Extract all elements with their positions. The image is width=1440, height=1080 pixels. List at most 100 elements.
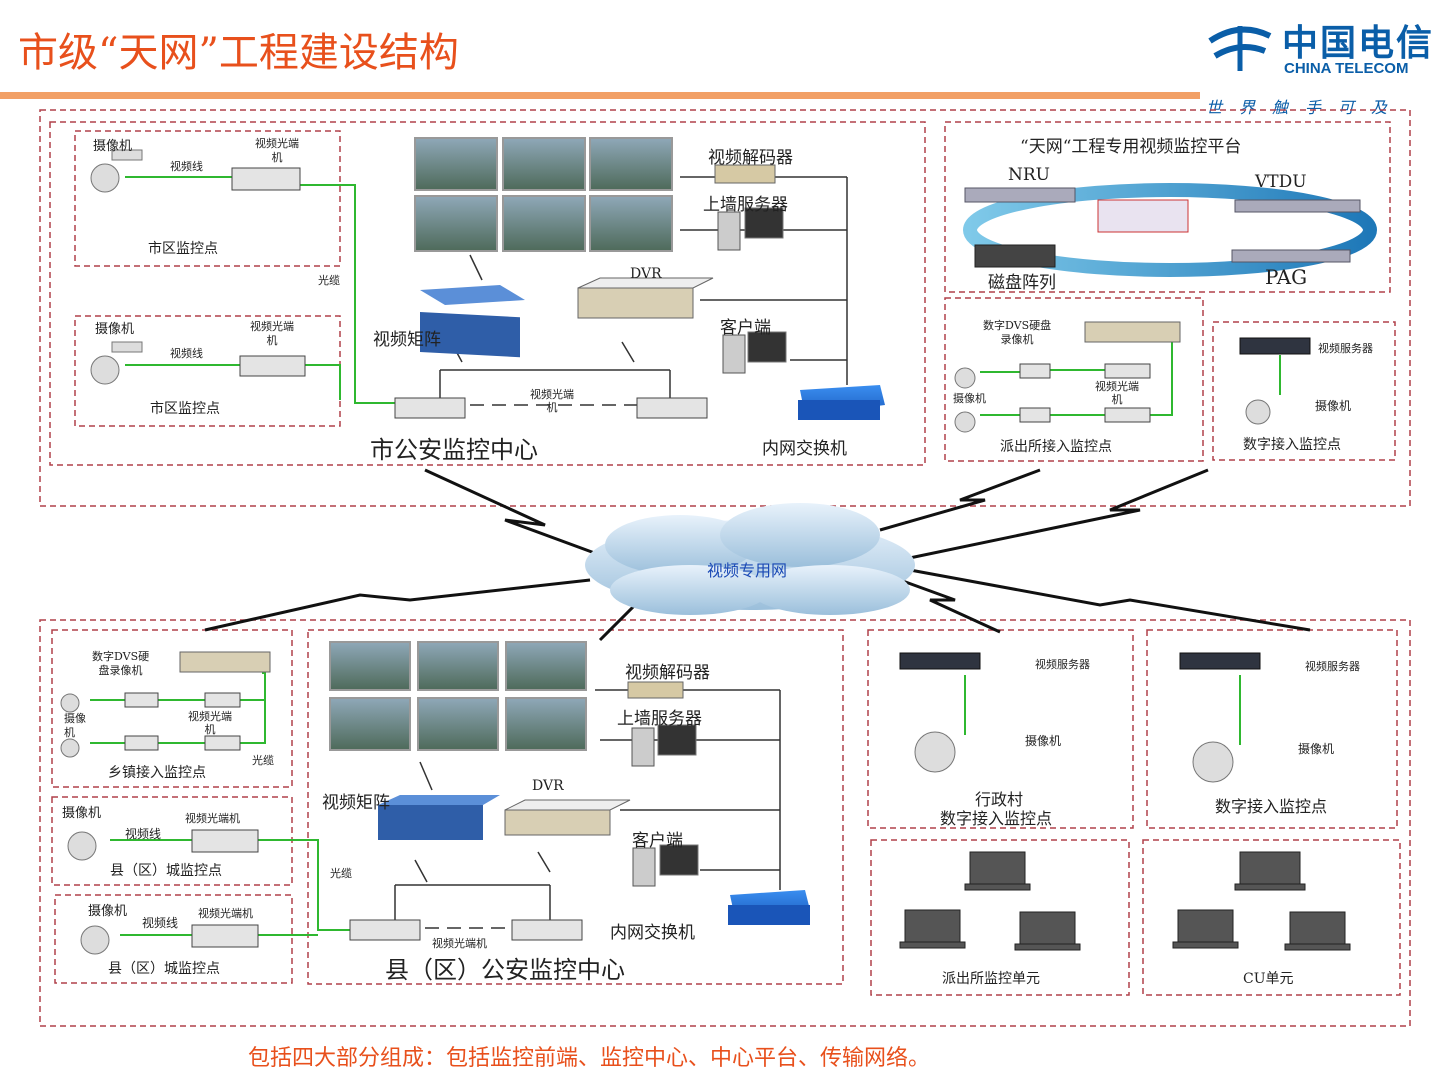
county-switch-device xyxy=(728,890,810,925)
county-camera-label-2: 摄像机 xyxy=(88,904,128,919)
city-section-frame xyxy=(39,109,1411,507)
transmission-links xyxy=(204,468,1311,642)
city-center-frame xyxy=(49,121,926,466)
county-client-pc xyxy=(632,844,699,887)
police-station-frame xyxy=(944,297,1204,462)
county-wall-server-label: 上墙服务器 xyxy=(617,709,702,729)
police-camera-label: 摄像机 xyxy=(953,392,986,405)
link-city-center xyxy=(424,468,601,557)
city-transceivers xyxy=(231,167,1151,423)
county-control-lines xyxy=(394,689,781,929)
platform-title: “天网“工程专用视频监控平台 xyxy=(1020,137,1242,157)
logo-slogan: 世界触手可及 xyxy=(1206,98,1405,117)
city-wall-server-pc xyxy=(717,207,784,251)
city-switch-device xyxy=(798,385,885,420)
city-cameras xyxy=(90,149,1271,433)
city-matrix-label: 视频矩阵 xyxy=(373,330,441,350)
city-decoder-label: 视频解码器 xyxy=(708,148,793,168)
city-transceiver-label-1: 视频光端机 xyxy=(255,137,299,164)
digital-access-frame-2 xyxy=(1146,629,1398,829)
county-center-frame xyxy=(307,629,844,985)
county-matrix-device xyxy=(378,795,500,840)
city-fiber-label: 光缆 xyxy=(318,274,340,287)
county-fiber-label-2: 光缆 xyxy=(330,867,352,880)
village-camera-label: 摄像机 xyxy=(1025,734,1062,748)
county-switch-label: 内网交换机 xyxy=(610,923,695,943)
platform-vtdu-label: VTDU xyxy=(1255,172,1307,192)
digital-server-device xyxy=(1239,337,1311,355)
network-cloud-label: 视频专用网 xyxy=(707,561,788,580)
county-site-label-2: 县（区）城监控点 xyxy=(108,961,220,977)
city-transceiver-label-3: 视频光端机 xyxy=(530,388,574,414)
platform-nru-label: NRU xyxy=(1008,165,1051,185)
digital-server-label: 视频服务器 xyxy=(1318,342,1373,355)
village-site-label-2: 数字接入监控点 xyxy=(940,809,1053,828)
county-decoder-label: 视频解码器 xyxy=(625,663,710,683)
county-client-label: 客户端 xyxy=(632,831,683,851)
county-transceiver-label-2: 视频光端机 xyxy=(185,812,240,825)
city-client-pc xyxy=(722,331,787,374)
link-county-left xyxy=(204,578,591,632)
county-site-frame-2 xyxy=(54,894,293,984)
county-center-name: 县（区）公安监控中心 xyxy=(385,956,625,984)
city-site-label-1: 市区监控点 xyxy=(148,241,218,257)
county-wall-server-pc xyxy=(631,724,697,767)
county-dvr-label: DVR xyxy=(532,778,564,794)
station-unit-label: 派出所监控单元 xyxy=(942,971,1040,987)
county-camera-label-split: 摄像机 xyxy=(64,712,86,739)
county-dvs-device xyxy=(179,651,271,673)
village-frame xyxy=(867,629,1134,829)
county-transceiver-label-3: 视频光端机 xyxy=(198,907,253,920)
logo-chinese: 中国电信 xyxy=(1282,23,1435,64)
video-network-cloud xyxy=(585,503,915,615)
city-dvr-label: DVR xyxy=(630,266,662,282)
digital2-site-label: 数字接入监控点 xyxy=(1215,797,1328,816)
city-decoder-device xyxy=(714,164,776,184)
telecom-logo-icon xyxy=(1208,26,1272,71)
police-site-label: 派出所接入监控点 xyxy=(1000,439,1112,455)
laptops xyxy=(899,851,1351,951)
town-site-frame xyxy=(51,629,293,788)
city-camera-label-2: 摄像机 xyxy=(95,322,135,337)
city-wall-server-label: 上墙服务器 xyxy=(703,195,788,215)
china-telecom-logo xyxy=(1200,10,1440,110)
platform-disk-label: 磁盘阵列 xyxy=(988,273,1056,293)
county-dvr-device xyxy=(504,799,631,836)
digital2-camera-label: 摄像机 xyxy=(1298,742,1335,756)
county-video-wall xyxy=(329,641,587,751)
police-dvs-device xyxy=(1084,321,1181,343)
city-video-line-label-2: 视频线 xyxy=(170,347,203,360)
link-digital-access-2 xyxy=(909,568,1311,632)
digital-camera-label: 摄像机 xyxy=(1315,399,1352,413)
city-video-line-label-1: 视频线 xyxy=(170,160,203,173)
platform-frame xyxy=(944,121,1391,293)
county-video-lines xyxy=(90,672,1241,936)
village-servers xyxy=(899,652,1261,670)
city-center-name: 市公安监控中心 xyxy=(370,436,538,464)
town-site-label: 乡镇接入监控点 xyxy=(108,765,206,781)
police-transceiver-label: 视频光端机 xyxy=(1095,380,1139,406)
digital-access-frame xyxy=(1212,321,1396,461)
title-divider xyxy=(0,92,1200,99)
county-camera-label-1: 摄像机 xyxy=(62,806,102,821)
platform-devices xyxy=(963,183,1377,277)
cu-unit-label: CU单元 xyxy=(1243,971,1294,987)
county-transceiver-label-4: 视频光端机 xyxy=(432,937,487,950)
digital-site-label: 数字接入监控点 xyxy=(1243,437,1341,453)
city-matrix-device xyxy=(420,285,525,358)
village-site-label-1: 行政村 xyxy=(975,790,1024,809)
link-platform xyxy=(899,468,1209,562)
city-camera-label-1: 摄像机 xyxy=(93,139,133,154)
county-cameras xyxy=(60,693,1234,955)
page-title: 市级“天网”工程建设结构 xyxy=(18,30,459,76)
city-dvr-device xyxy=(577,277,714,319)
station-unit-frame xyxy=(870,839,1130,996)
digital2-server-label: 视频服务器 xyxy=(1305,660,1360,673)
county-transceivers xyxy=(124,692,583,948)
county-site-label-1: 县（区）城监控点 xyxy=(110,863,222,879)
city-site-frame-1 xyxy=(74,130,341,267)
platform-pag-label: PAG xyxy=(1265,265,1308,289)
link-police-station xyxy=(879,468,1041,532)
city-transceiver-label-2: 视频光端机 xyxy=(250,320,294,347)
